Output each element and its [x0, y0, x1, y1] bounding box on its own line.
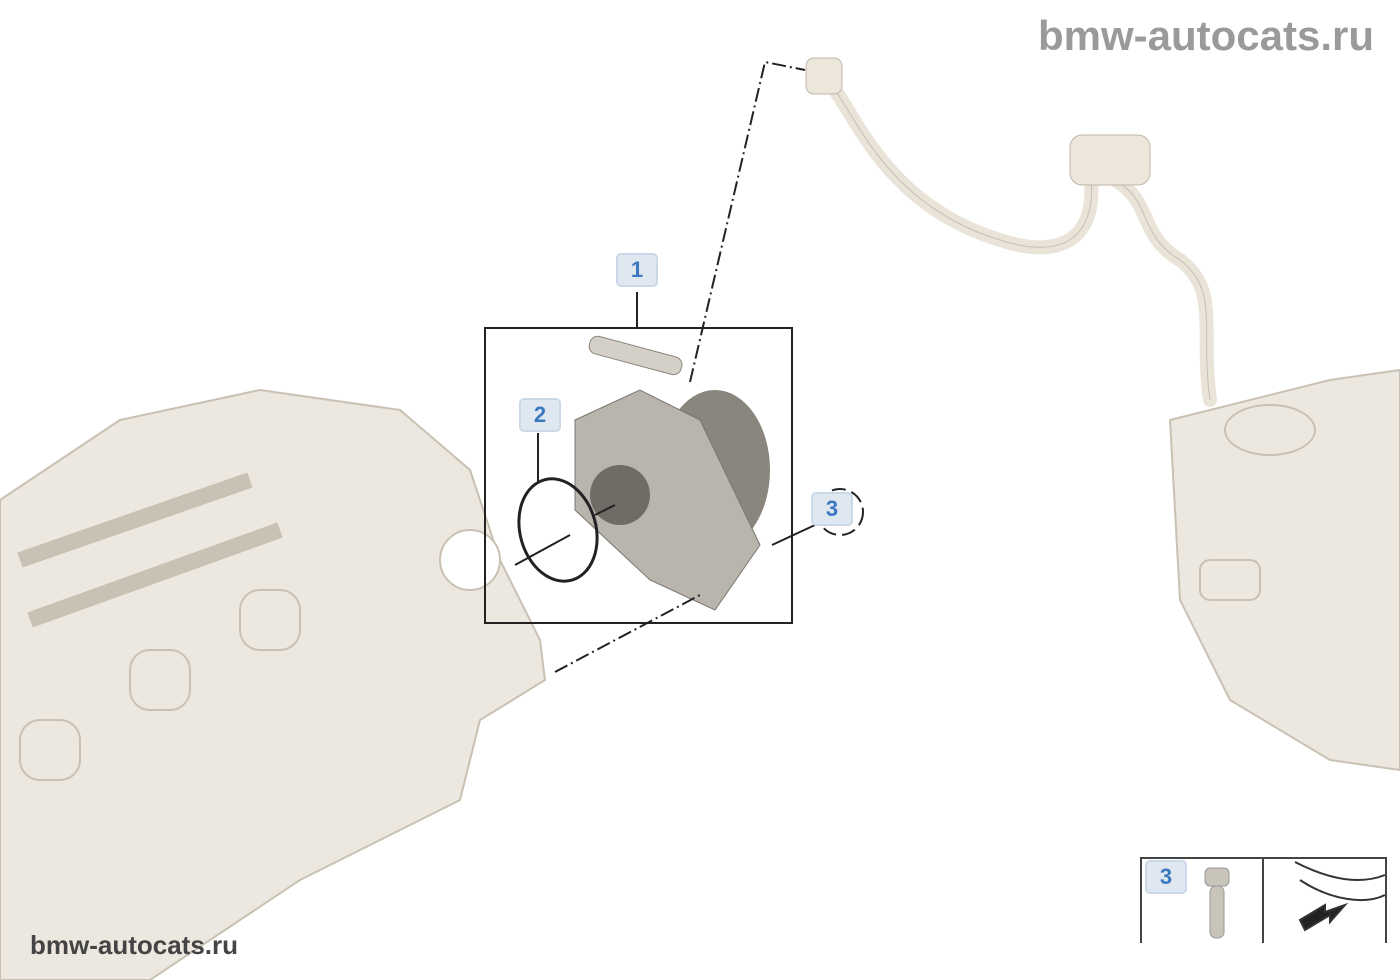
- assembly-frame: [484, 327, 793, 624]
- legend-callout-3[interactable]: 3: [1145, 860, 1187, 894]
- vacuum-hose: [813, 68, 1217, 407]
- callout-1[interactable]: 1: [616, 253, 658, 287]
- legend-bolt: [1204, 867, 1230, 939]
- legend-car-front-icon: [1294, 861, 1386, 932]
- o-ring: [517, 477, 599, 583]
- callout-3[interactable]: 3: [811, 492, 853, 526]
- brake-booster: [1168, 368, 1400, 772]
- check-valve: [1069, 134, 1151, 186]
- hose-connector: [805, 57, 843, 95]
- watermark-top: bmw-autocats.ru: [1037, 12, 1374, 59]
- cylinder-head: [0, 388, 547, 980]
- callout-2[interactable]: 2: [519, 398, 561, 432]
- legend-box: [1140, 857, 1387, 943]
- watermark-bottom: bmw-autocats.ru: [30, 930, 239, 960]
- vacuum-pump: [574, 335, 770, 611]
